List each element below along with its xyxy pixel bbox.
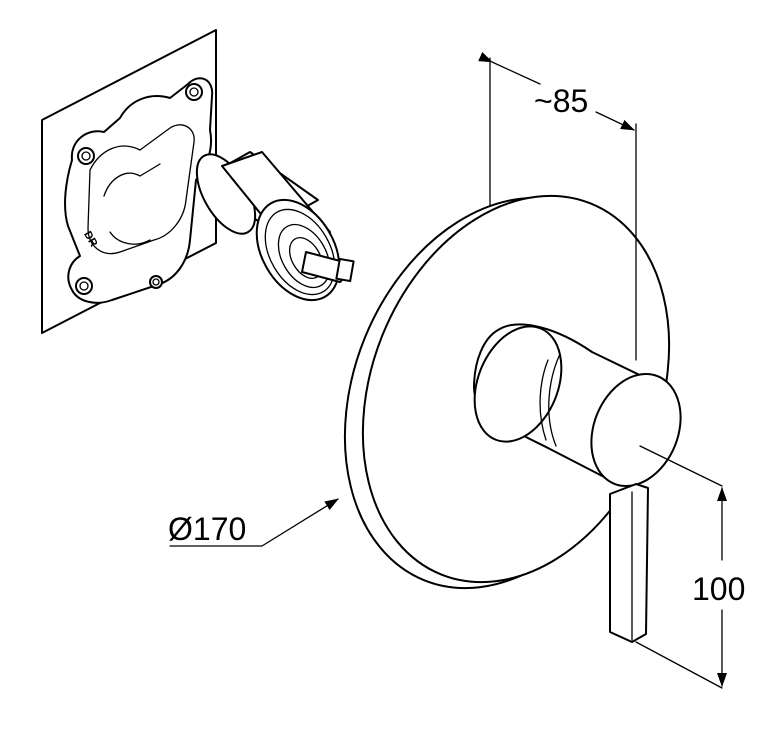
handle-lever (609, 483, 649, 643)
dimension-lever: 100 (635, 445, 745, 689)
rough-in-valve: DR (41, 29, 355, 334)
valve-flange (64, 77, 214, 304)
cartridge (195, 151, 355, 302)
trim-assembly (343, 194, 682, 643)
handle-cap (590, 372, 682, 488)
dimension-depth: ~85 (478, 52, 637, 361)
dimension-diameter: Ø170 (168, 498, 339, 547)
mounting-screw (149, 275, 163, 289)
handle-body (473, 323, 682, 488)
depth-label: ~85 (534, 83, 588, 119)
mounting-screw (75, 277, 93, 295)
mounting-screw (185, 83, 203, 101)
mounting-screw (77, 147, 95, 165)
diameter-label: Ø170 (168, 511, 246, 547)
lever-label: 100 (692, 571, 745, 607)
